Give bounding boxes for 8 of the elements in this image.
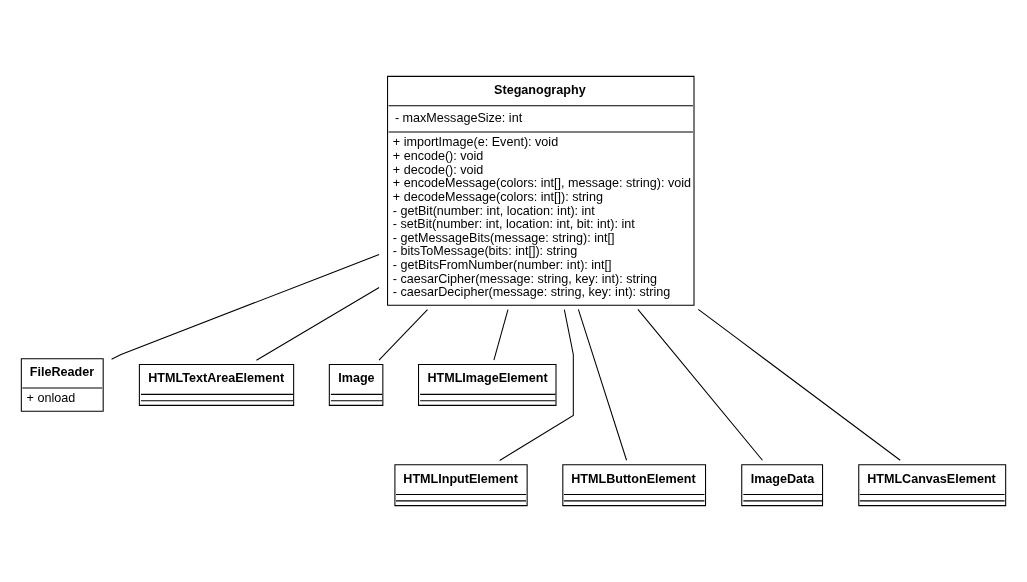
connector	[493, 309, 509, 361]
connector	[255, 287, 380, 361]
connector	[697, 308, 901, 461]
connector	[577, 308, 628, 461]
connector	[499, 309, 574, 461]
connector	[111, 253, 380, 360]
connector	[378, 309, 429, 361]
connector	[637, 308, 763, 461]
